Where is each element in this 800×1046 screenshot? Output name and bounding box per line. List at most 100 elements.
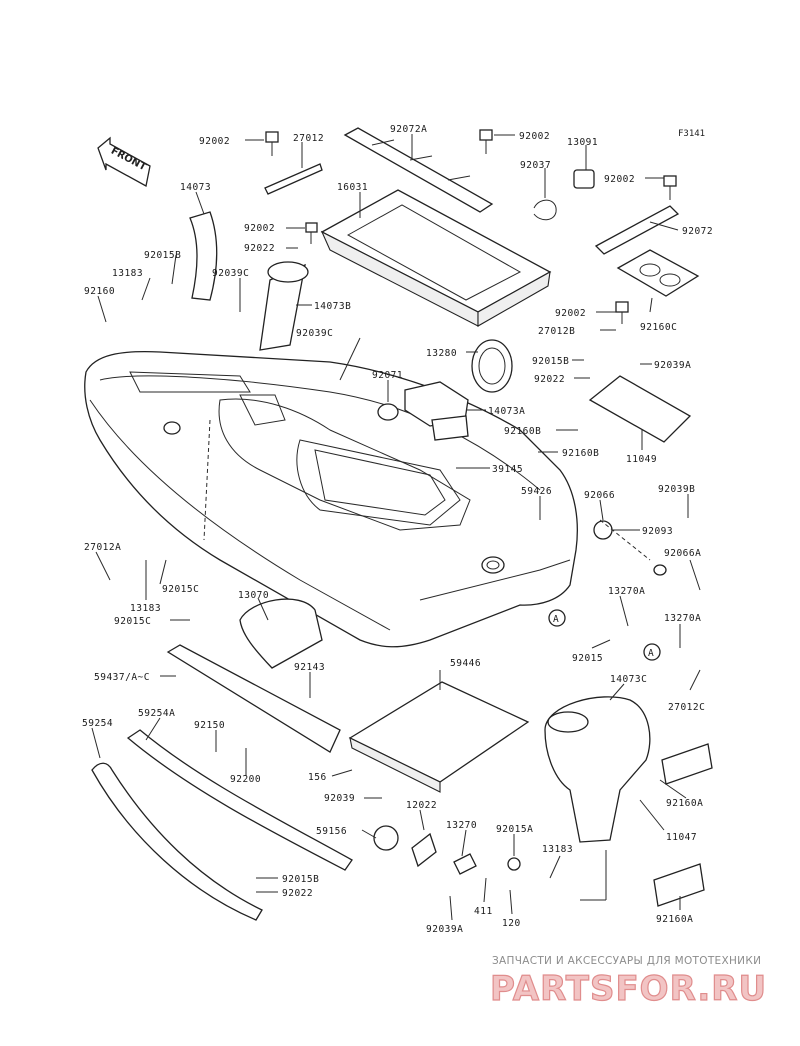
label-p28: 92160B [504,426,541,437]
leader-lines [91,134,701,921]
label-p44: 92015 [572,653,603,664]
figure-id: F3141 [678,129,705,139]
label-p55: 92160A [666,798,703,809]
grommet-92071 [377,403,399,421]
part-number-labels: 92002 27012 92072A 92002 13091 14073 160… [82,124,713,935]
label-p41: 13070 [238,590,269,601]
label-p59: 59156 [316,826,347,837]
label-p20: 27012B [538,326,575,337]
label-p15: 13183 [112,268,143,279]
label-p07: 16031 [337,182,368,193]
label-p10: 92072 [682,226,713,237]
plate-92160A [653,743,713,907]
label-p25: 92071 [372,370,403,381]
label-p12: 92022 [244,243,275,254]
label-p51: 59254A [138,708,175,719]
label-p63: 92015B [282,874,319,885]
label-p48: 14073C [610,674,647,685]
label-p21: 92039C [296,328,333,339]
watermark-tagline: ЗАПЧАСТИ И АКСЕССУАРЫ ДЛЯ МОТОТЕХНИКИ [492,955,761,967]
bracket-11049 [588,375,692,443]
label-p39: 13183 [130,603,161,614]
label-p08: 92037 [520,160,551,171]
label-p38: 92015C [162,584,199,595]
label-p50: 59254 [82,718,113,729]
label-p11: 92002 [244,223,275,234]
label-p01: 92002 [199,136,230,147]
label-p13: 92015B [144,250,181,261]
label-p32: 59426 [521,486,552,497]
label-p34: 92039B [658,484,695,495]
watermark-logo: PARTSFOR.RU [490,969,767,1009]
label-p60: 13270 [446,820,477,831]
callout-A-1 [548,609,566,627]
label-p47: 59446 [450,658,481,669]
rail-59254 [91,762,263,921]
label-p18: 92160C [640,322,677,333]
cover-13070 [239,598,323,669]
bolts [265,129,677,324]
label-p46: 92143 [294,662,325,673]
hose-14073 [189,211,218,301]
watermark: ЗАПЧАСТИ И АКСЕССУАРЫ ДЛЯ МОТОТЕХНИКИ PA… [489,955,767,1010]
label-p45: 59437/A~C [94,672,150,683]
cup-holder-plate [616,249,700,297]
label-p65: 411 [474,906,493,917]
label-p03: 92072A [390,124,427,135]
rail-59254A [126,729,353,871]
vent-ring [471,339,513,393]
top-bracket-strip [343,127,494,213]
plate-59446 [348,681,530,793]
bar-59437 [166,644,341,753]
callout-letter-2: A [648,648,654,659]
label-p19: 92002 [555,308,586,319]
label-p64: 92022 [282,888,313,899]
tube-14073B [259,261,309,351]
label-p67: 92039A [426,924,463,935]
duct-14073A [404,381,469,441]
label-p35: 92093 [642,526,673,537]
label-p62: 13183 [542,844,573,855]
label-p06: 14073 [180,182,211,193]
label-p04: 92002 [519,131,550,142]
gasket-12022 [411,832,437,868]
side-bracket-strip [594,205,680,255]
clip-92037 [533,199,557,221]
label-p66: 120 [502,918,521,929]
label-p52: 92150 [194,720,225,731]
clip-block [573,169,595,189]
label-p31: 39145 [492,464,523,475]
label-p43: 13270A [664,613,701,624]
fitting-92066 [593,520,613,540]
label-p37: 92066A [664,548,701,559]
label-p29: 92160B [562,448,599,459]
label-p05: 13091 [567,137,598,148]
callout-letter-1: A [553,614,559,625]
label-p27: 14073A [488,406,525,417]
label-p33: 92066 [584,490,615,501]
strap-27012 [264,163,323,195]
label-p42: 92015C [114,616,151,627]
label-p36: 27012A [84,542,121,553]
label-p30: 11049 [626,454,657,465]
label-p16: 92160 [84,286,115,297]
front-direction-arrow: FRONT [97,136,151,187]
label-p68: 92160A [656,914,693,925]
label-p24: 92039A [654,360,691,371]
callout-A-2 [643,643,661,661]
tank-14073C [544,696,651,843]
label-p54: 156 [308,772,327,783]
flange-59156 [373,825,399,851]
label-p61: 92015A [496,824,533,835]
label-p53: 92200 [230,774,261,785]
storage-tray [320,189,552,327]
label-p57: 12022 [406,800,437,811]
label-p40: 13270A [608,586,645,597]
label-p23: 92015B [532,356,569,367]
label-p17: 14073B [314,301,351,312]
label-p22: 13280 [426,348,457,359]
washer-92093 [653,564,667,576]
clamp-13270 [453,853,477,875]
